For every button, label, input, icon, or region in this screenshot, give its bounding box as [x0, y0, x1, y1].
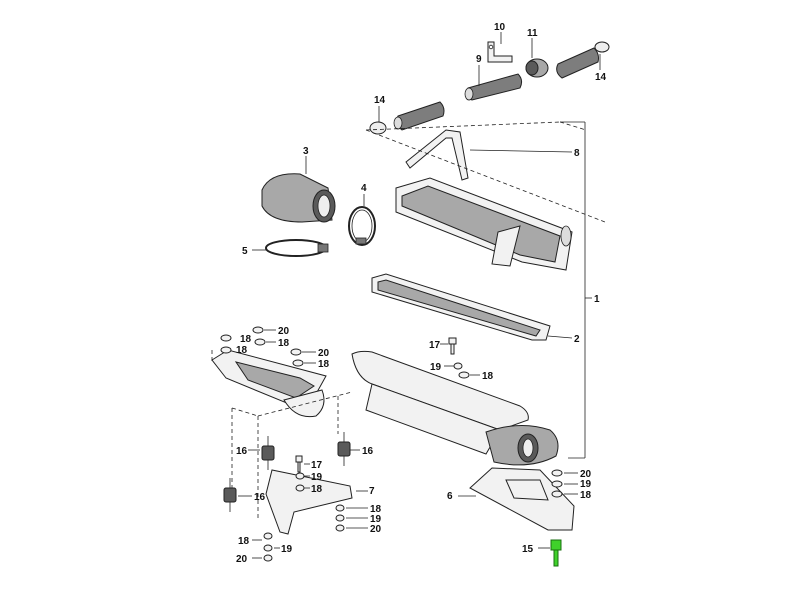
part-8-strap — [405, 129, 573, 181]
label-20-a: 20 — [278, 326, 290, 337]
label-19-e: 19 — [580, 479, 592, 490]
assembly-bracket-1 — [560, 121, 592, 459]
label-18-i: 18 — [240, 334, 252, 345]
label-7: 7 — [369, 486, 375, 497]
rubber-mounts — [223, 432, 360, 512]
part-6-bracket — [458, 467, 575, 531]
label-18-b: 18 — [236, 345, 248, 356]
part-2-filter-element — [371, 273, 573, 341]
label-20-d: 20 — [236, 554, 248, 565]
left-tray — [211, 349, 327, 418]
label-8: 8 — [574, 148, 580, 159]
part-hose-left — [369, 101, 445, 135]
label-14-right: 14 — [595, 72, 607, 83]
dashed-frame-top — [365, 121, 606, 223]
part-4-ring-clamp — [348, 194, 376, 246]
label-18-g: 18 — [238, 536, 250, 547]
label-17-b: 17 — [311, 460, 323, 471]
part-5-hose-clamp — [252, 239, 329, 257]
label-18-d: 18 — [482, 371, 494, 382]
label-3: 3 — [303, 146, 309, 157]
part-labels: 1 2 3 4 5 6 7 8 9 10 11 14 14 15 16 16 1… — [236, 22, 607, 565]
hardware-center — [440, 337, 480, 379]
part-7-bracket — [265, 469, 368, 535]
part-hose-right — [556, 41, 610, 79]
label-19-c: 19 — [370, 514, 382, 525]
label-4: 4 — [361, 183, 367, 194]
air-filter-housing-upper — [395, 177, 573, 271]
label-2: 2 — [574, 334, 580, 345]
label-15: 15 — [522, 544, 534, 555]
part-10-bracket — [487, 32, 513, 63]
air-filter-housing-lower — [351, 350, 559, 466]
part-11-clamp — [525, 38, 549, 78]
label-14-left: 14 — [374, 95, 386, 106]
dashed-guides-left — [231, 391, 353, 520]
label-10: 10 — [494, 22, 506, 33]
label-20-e: 20 — [580, 469, 592, 480]
label-1: 1 — [594, 294, 600, 305]
part-15-bolt-highlighted — [538, 539, 562, 567]
hardware-left — [220, 326, 368, 562]
label-16-a: 16 — [236, 446, 248, 457]
label-5: 5 — [242, 246, 248, 257]
label-18-c: 18 — [318, 359, 330, 370]
label-16-c: 16 — [254, 492, 266, 503]
hardware-right — [551, 469, 578, 498]
label-18-f: 18 — [370, 504, 382, 515]
label-9: 9 — [476, 54, 482, 65]
label-19-d: 19 — [281, 544, 293, 555]
label-11: 11 — [527, 28, 538, 39]
label-19-a: 19 — [430, 362, 442, 373]
label-20-c: 20 — [370, 524, 382, 535]
part-9-hose — [464, 65, 523, 101]
label-20-b: 20 — [318, 348, 330, 359]
label-18-h: 18 — [580, 490, 592, 501]
label-19-b: 19 — [311, 472, 323, 483]
label-17-a: 17 — [429, 340, 441, 351]
label-18-e: 18 — [311, 484, 323, 495]
label-18-a: 18 — [278, 338, 290, 349]
label-6: 6 — [447, 491, 453, 502]
part-3-intake-boot — [261, 156, 336, 223]
label-16-b: 16 — [362, 446, 374, 457]
